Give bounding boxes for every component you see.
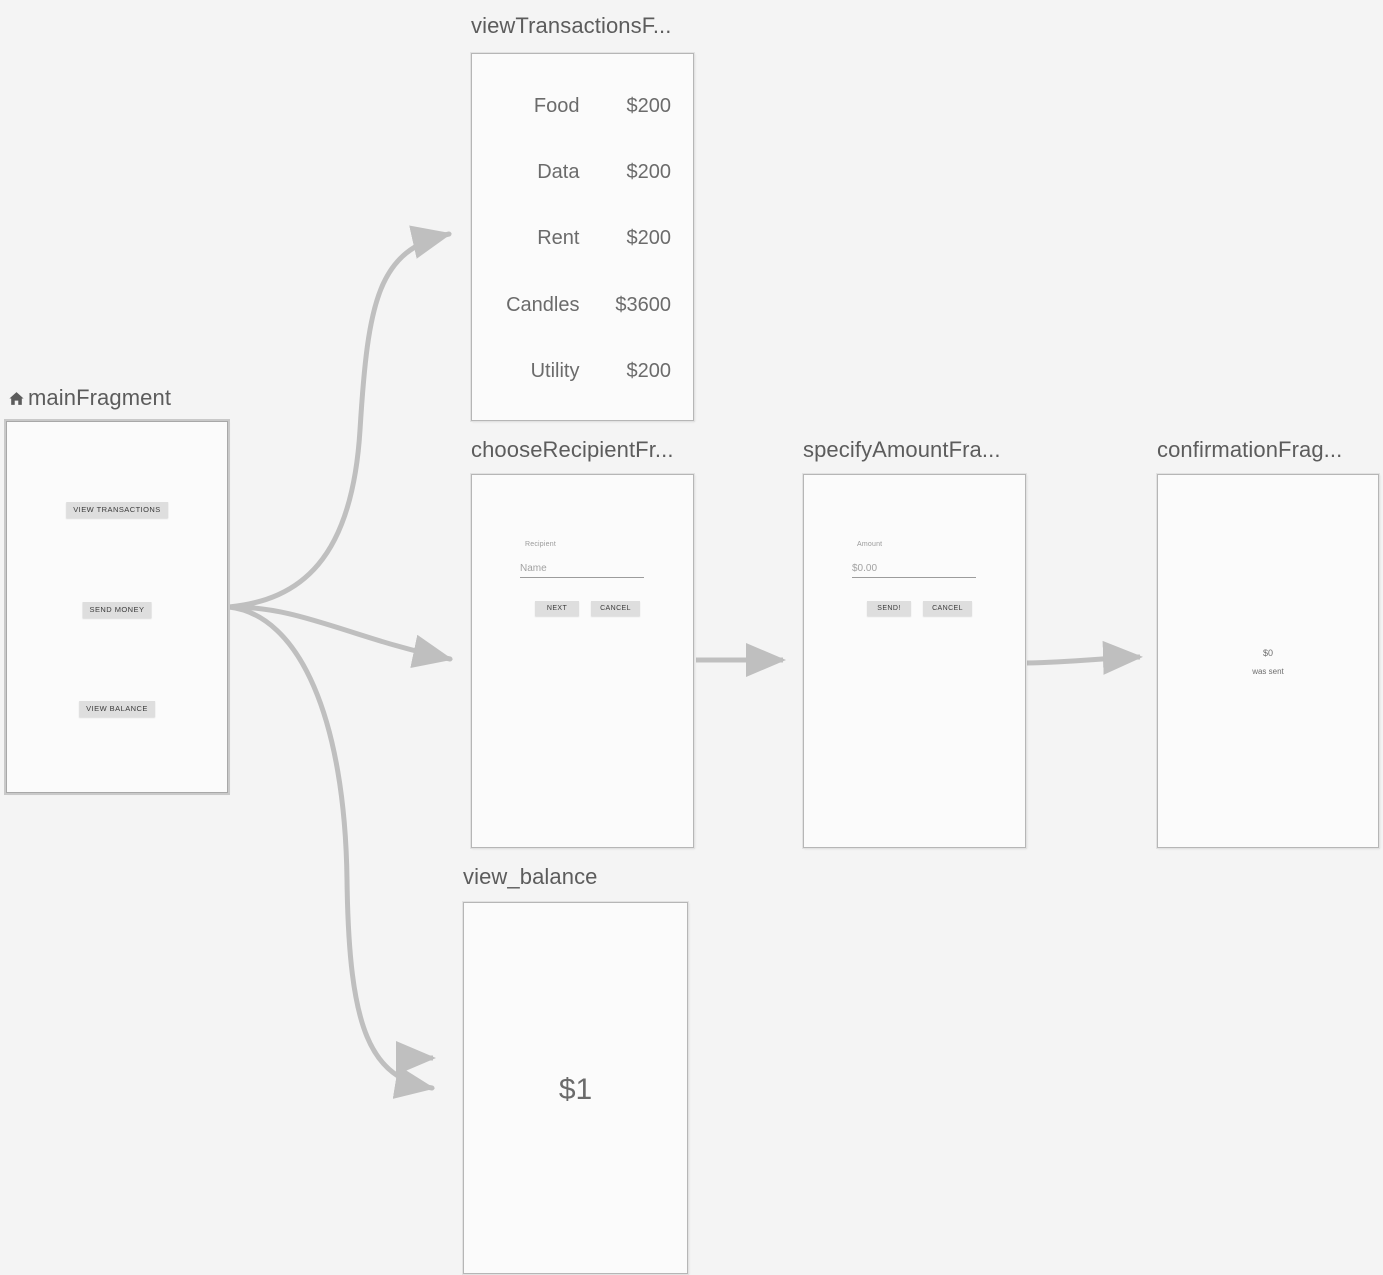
edge-main-to-view-balance (226, 604, 435, 1099)
node-label-specify-amount: specifyAmountFra... (803, 437, 1001, 463)
transaction-name: Data (537, 160, 580, 183)
node-label-confirmation-text: confirmationFrag... (1157, 437, 1343, 462)
transaction-amount: $3600 (615, 293, 671, 316)
node-choose-recipient-fragment[interactable]: Recipient Name NEXT CANCEL (471, 474, 694, 848)
confirmation-amount: $0 (1262, 648, 1273, 658)
node-label-view-balance: view_balance (463, 864, 598, 890)
table-row: Data $200 (472, 160, 693, 184)
node-label-main-fragment: mainFragment (8, 385, 171, 413)
button-view-balance[interactable]: VIEW BALANCE (79, 701, 155, 717)
recipient-input[interactable]: Name (520, 563, 644, 578)
transaction-amount: $200 (626, 359, 672, 382)
confirmation-message: was sent (1252, 667, 1284, 676)
table-row: Candles $3600 (472, 293, 693, 317)
node-label-main-fragment-text: mainFragment (28, 385, 172, 410)
transaction-name: Food (533, 94, 580, 117)
send-button[interactable]: SEND! (867, 601, 911, 616)
amount-field-label: Amount (857, 541, 883, 548)
table-row: Rent $200 (472, 226, 693, 250)
transaction-amount: $200 (626, 226, 672, 249)
cancel-button[interactable]: CANCEL (923, 601, 972, 616)
table-row: Utility $200 (472, 359, 693, 383)
node-view-balance-fragment[interactable]: $1 (463, 902, 688, 1274)
node-main-fragment[interactable]: VIEW TRANSACTIONS SEND MONEY VIEW BALANC… (6, 421, 228, 793)
node-label-choose-recipient-text: chooseRecipientFr... (471, 437, 674, 462)
node-specify-amount-fragment[interactable]: Amount $0.00 SEND! CANCEL (803, 474, 1026, 848)
transaction-amount: $200 (626, 94, 672, 117)
node-label-specify-amount-text: specifyAmountFra... (803, 437, 1001, 462)
table-row: Food $200 (472, 94, 693, 118)
node-label-choose-recipient: chooseRecipientFr... (471, 437, 674, 463)
next-button[interactable]: NEXT (535, 601, 579, 616)
node-confirmation-fragment[interactable]: $0 was sent (1157, 474, 1379, 848)
balance-amount: $1 (558, 1073, 593, 1106)
cancel-button[interactable]: CANCEL (591, 601, 640, 616)
amount-input[interactable]: $0.00 (852, 563, 976, 578)
button-view-transactions[interactable]: VIEW TRANSACTIONS (66, 502, 168, 518)
edge-main-to-choose-recipient (226, 604, 453, 669)
node-label-view-transactions: viewTransactionsF... (471, 13, 671, 39)
edge-main-to-view-transactions (226, 225, 452, 610)
node-label-view-transactions-text: viewTransactionsF... (471, 13, 672, 38)
button-send-money[interactable]: SEND MONEY (82, 602, 152, 618)
node-view-transactions-fragment[interactable]: Food $200 Data $200 Rent $200 Candles $3… (471, 53, 694, 421)
home-icon (8, 387, 25, 413)
node-label-view-balance-text: view_balance (463, 864, 598, 889)
transaction-name: Rent (537, 226, 580, 249)
node-label-confirmation: confirmationFrag... (1157, 437, 1342, 463)
transaction-amount: $200 (626, 160, 672, 183)
recipient-field-label: Recipient (525, 541, 556, 548)
transaction-name: Candles (506, 293, 580, 316)
edge-specify-amount-to-confirmation (1025, 640, 1143, 675)
transaction-name: Utility (530, 359, 580, 382)
